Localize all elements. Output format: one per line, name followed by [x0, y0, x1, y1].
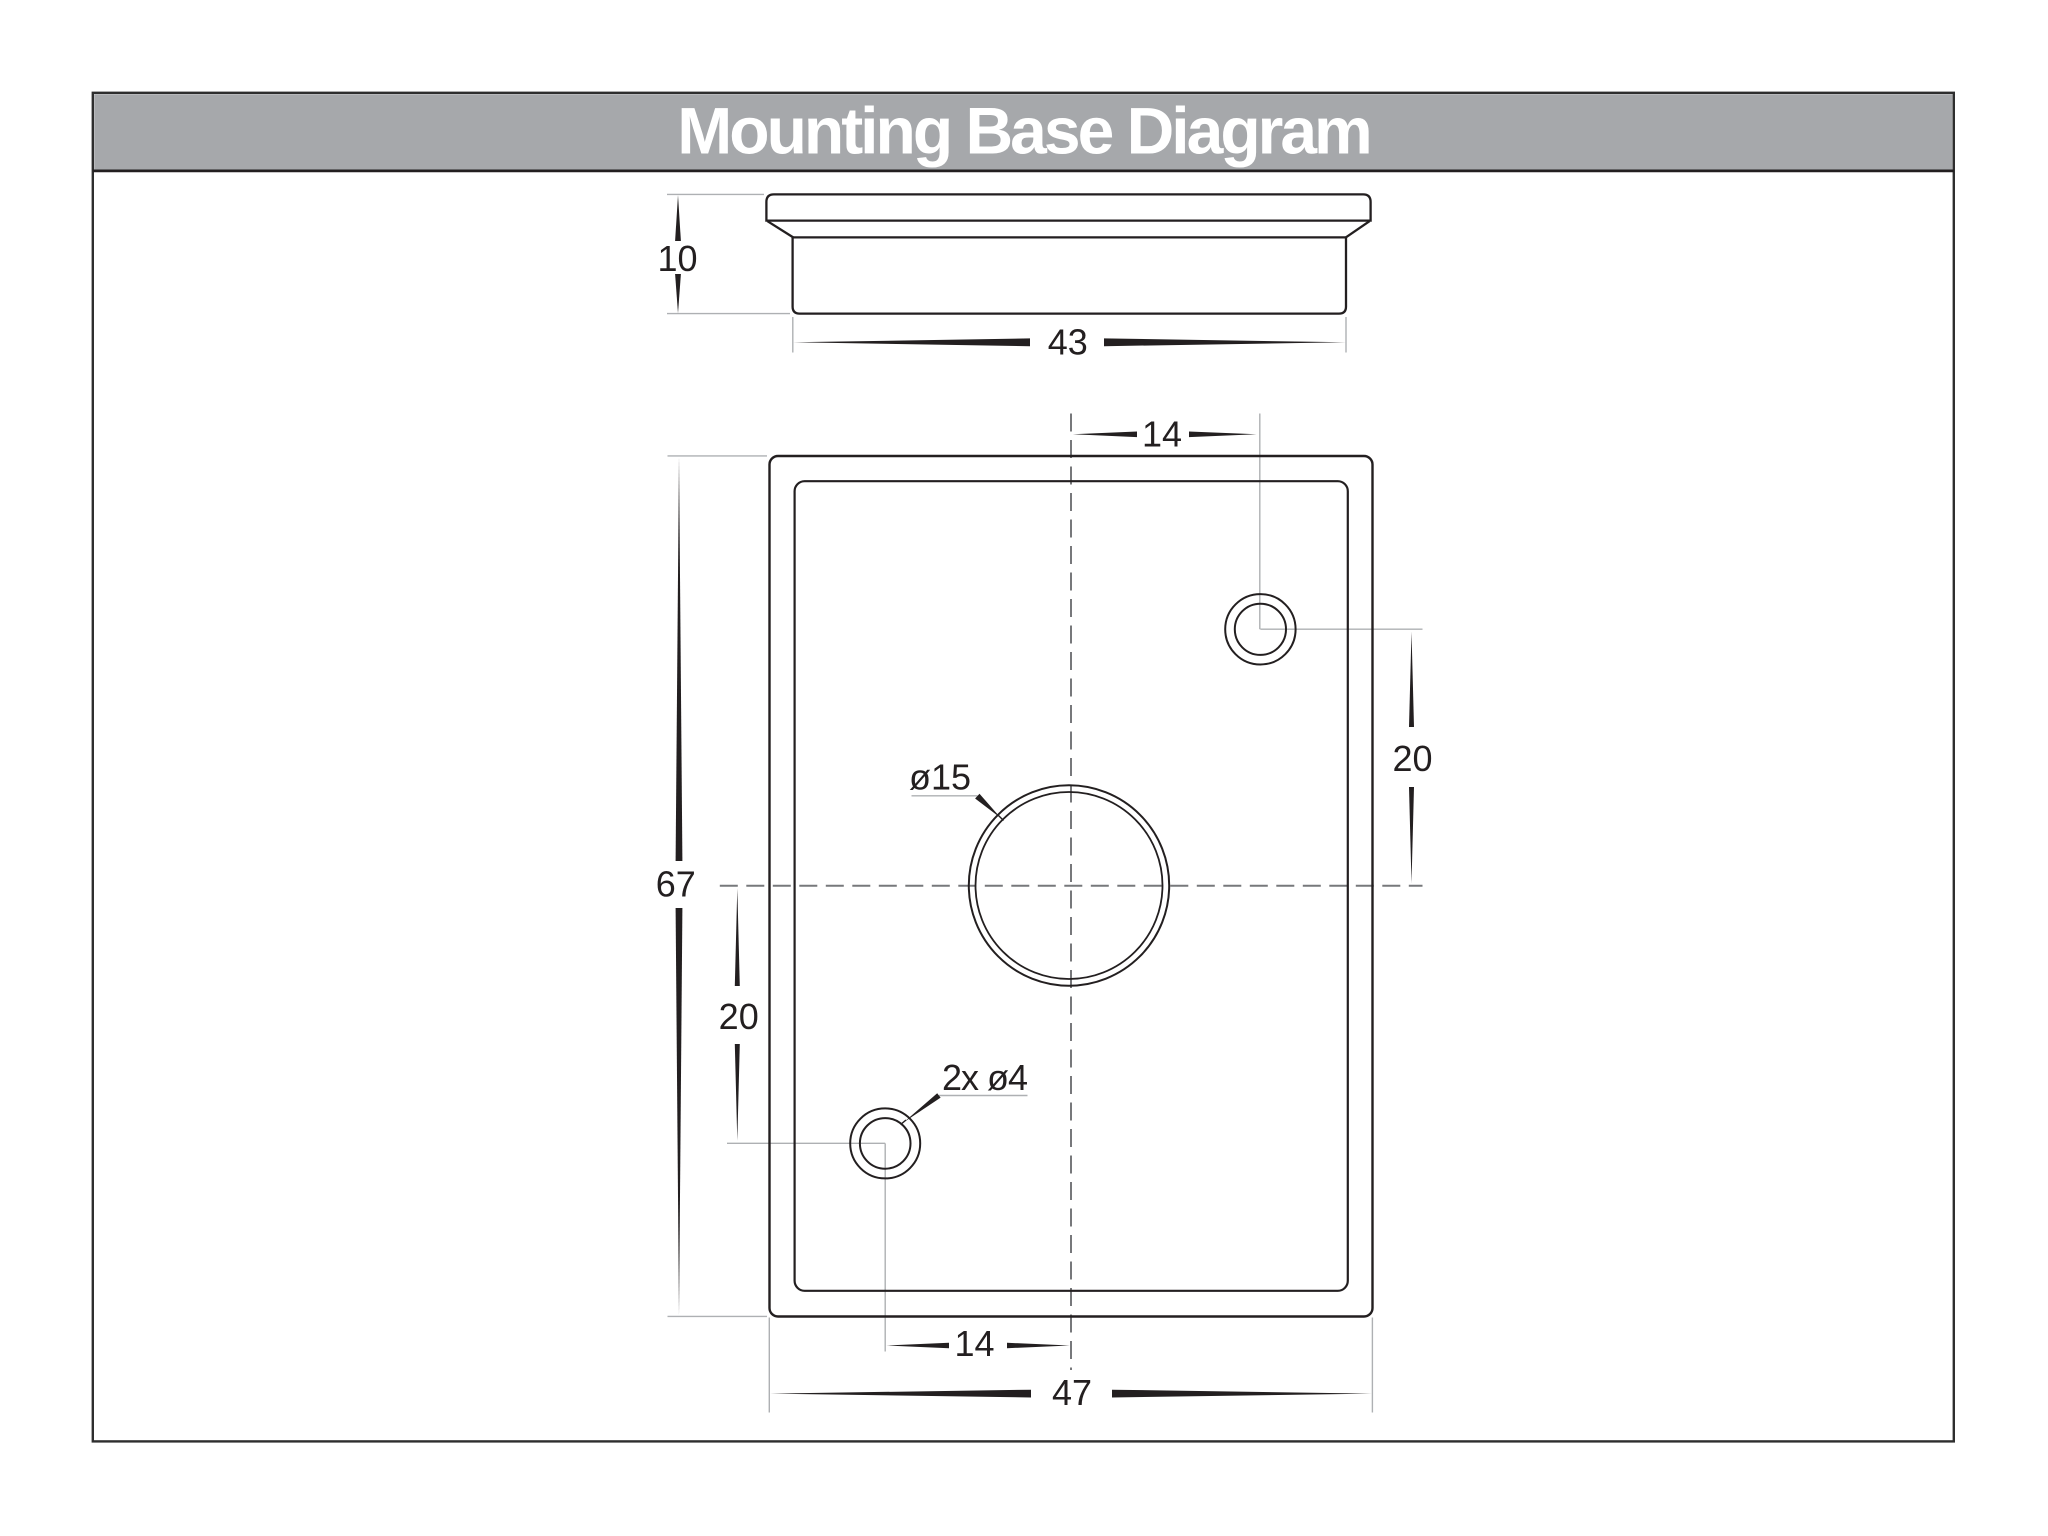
- svg-text:Mounting Base Diagram: Mounting Base Diagram: [677, 94, 1369, 168]
- svg-text:14: 14: [954, 1323, 994, 1364]
- svg-text:47: 47: [1052, 1372, 1092, 1413]
- svg-text:20: 20: [1392, 738, 1432, 779]
- svg-text:20: 20: [719, 996, 759, 1037]
- svg-text:67: 67: [656, 864, 696, 905]
- svg-text:10: 10: [657, 238, 697, 279]
- svg-text:ø15: ø15: [909, 757, 971, 798]
- svg-text:2x ø4: 2x ø4: [942, 1057, 1027, 1098]
- svg-text:14: 14: [1142, 413, 1182, 454]
- svg-text:43: 43: [1048, 322, 1088, 363]
